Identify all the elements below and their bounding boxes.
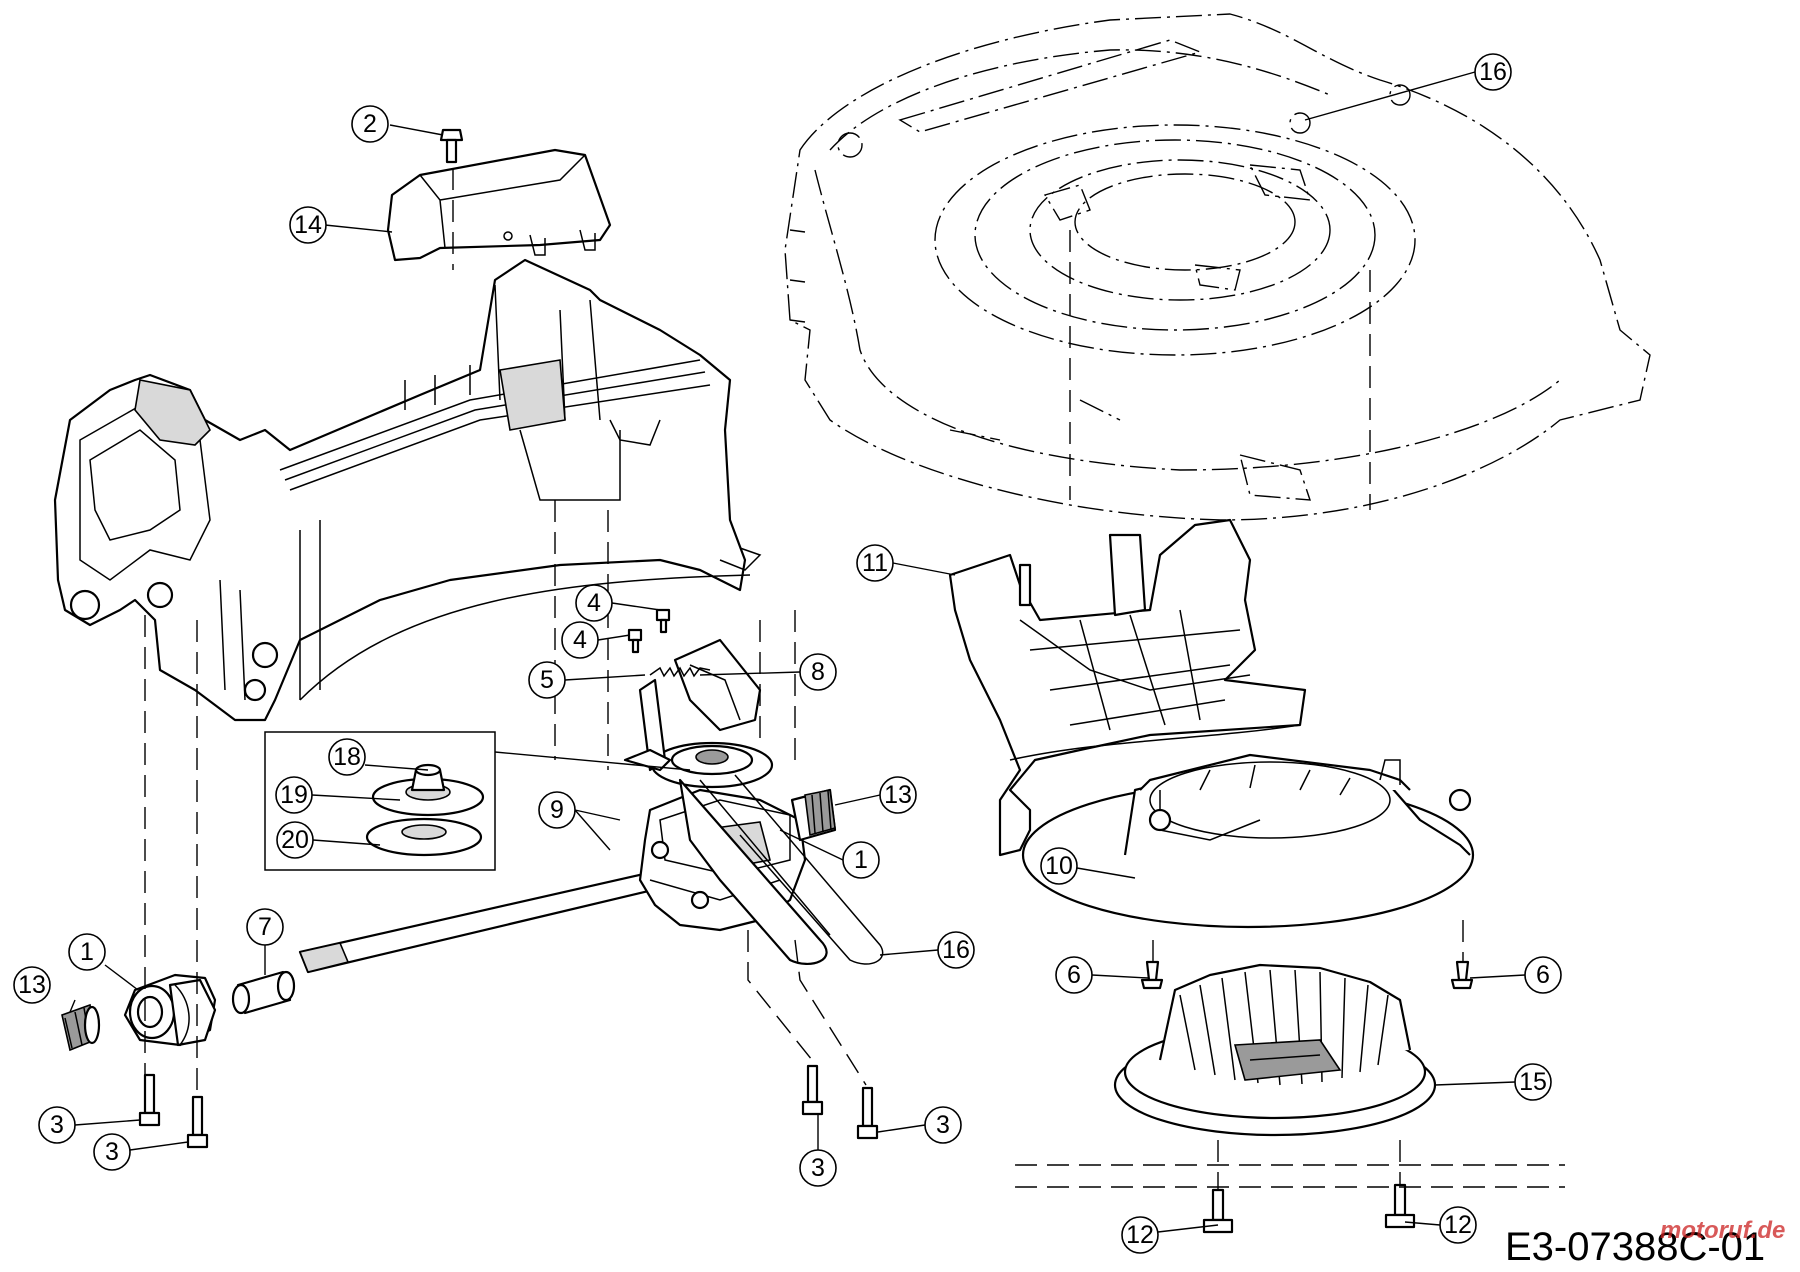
fan-housing — [1021, 753, 1475, 929]
pulley-detail-inset — [264, 731, 691, 871]
drive-housing-frame — [53, 258, 762, 722]
callout-4a: 4 — [575, 584, 613, 622]
svg-text:15: 15 — [1519, 1068, 1547, 1096]
callout-16: 16 — [1474, 53, 1512, 91]
svg-text:6: 6 — [1067, 961, 1081, 989]
svg-text:3: 3 — [936, 1111, 950, 1139]
callout-11: 11 — [856, 544, 894, 582]
screw-2 — [439, 128, 464, 164]
svg-text:4: 4 — [587, 589, 601, 617]
callout-3b: 3 — [93, 1133, 131, 1171]
svg-text:6: 6 — [1536, 961, 1550, 989]
svg-text:2: 2 — [363, 110, 377, 138]
control-bracket — [623, 638, 762, 772]
callout-3a: 3 — [38, 1106, 76, 1144]
callout-15: 15 — [1514, 1063, 1552, 1101]
callout-10: 10 — [1040, 847, 1078, 885]
assembly-lines — [144, 168, 1565, 1190]
callout-1-right: 1 — [842, 841, 880, 879]
callout-3d: 3 — [924, 1106, 962, 1144]
watermark: motoruf.de — [1660, 1217, 1785, 1244]
bearing-housing — [123, 973, 217, 1047]
callout-12-right: 12 — [1439, 1206, 1477, 1244]
callout-6-right: 6 — [1524, 956, 1562, 994]
screws-4 — [627, 608, 671, 654]
leader-lines — [69, 71, 1526, 1233]
callout-18: 18 — [328, 738, 366, 776]
svg-text:7: 7 — [258, 913, 272, 941]
cooling-fan — [1113, 963, 1437, 1137]
belt-cover — [386, 148, 612, 262]
svg-text:3: 3 — [811, 1154, 825, 1182]
callout-8: 8 — [799, 653, 837, 691]
callout-12-left: 12 — [1121, 1216, 1159, 1254]
svg-text:19: 19 — [280, 781, 308, 809]
svg-text:16: 16 — [942, 936, 970, 964]
gear-13-left — [61, 1003, 101, 1052]
callout-20: 20 — [276, 821, 314, 859]
svg-text:16: 16 — [1479, 58, 1507, 86]
svg-text:1: 1 — [80, 938, 94, 966]
bolts-12 — [1202, 1183, 1416, 1234]
screws-6 — [1140, 960, 1474, 990]
spacer-sleeve — [231, 970, 296, 1015]
callout-19: 19 — [275, 776, 313, 814]
mower-deck — [784, 13, 1651, 521]
callout-13-right: 13 — [879, 776, 917, 814]
callout-13-left: 13 — [13, 966, 51, 1004]
axle-shaft — [298, 866, 680, 974]
callout-9: 9 — [538, 791, 576, 829]
drawing-code: E3-07388C-01 — [1505, 1225, 1765, 1269]
callout-17: 16 — [937, 931, 975, 969]
svg-text:9: 9 — [550, 796, 564, 824]
svg-text:14: 14 — [294, 211, 322, 239]
svg-text:8: 8 — [811, 658, 825, 686]
svg-text:12: 12 — [1444, 1211, 1472, 1239]
callout-1-left: 1 — [68, 933, 106, 971]
svg-text:18: 18 — [333, 743, 361, 771]
callout-14: 14 — [289, 206, 327, 244]
callout-3c: 3 — [799, 1149, 837, 1187]
svg-text:13: 13 — [884, 781, 912, 809]
callout-5: 5 — [528, 661, 566, 699]
svg-text:13: 13 — [18, 971, 46, 999]
callout-4b: 4 — [561, 621, 599, 659]
svg-text:11: 11 — [862, 549, 888, 577]
tension-spring — [649, 666, 711, 678]
svg-text:5: 5 — [540, 666, 554, 694]
svg-text:4: 4 — [573, 626, 587, 654]
v-belt — [678, 774, 884, 965]
callout-6-left: 6 — [1055, 956, 1093, 994]
svg-text:3: 3 — [50, 1111, 64, 1139]
svg-text:10: 10 — [1045, 852, 1073, 880]
svg-text:12: 12 — [1126, 1221, 1154, 1249]
callout-2: 2 — [351, 105, 389, 143]
svg-text:20: 20 — [281, 826, 309, 854]
discharge-chute — [948, 518, 1307, 857]
svg-text:3: 3 — [105, 1138, 119, 1166]
drive-pulley — [650, 741, 774, 789]
callout-7: 7 — [246, 908, 284, 946]
svg-text:1: 1 — [854, 846, 868, 874]
bolts-3 — [138, 1064, 879, 1149]
